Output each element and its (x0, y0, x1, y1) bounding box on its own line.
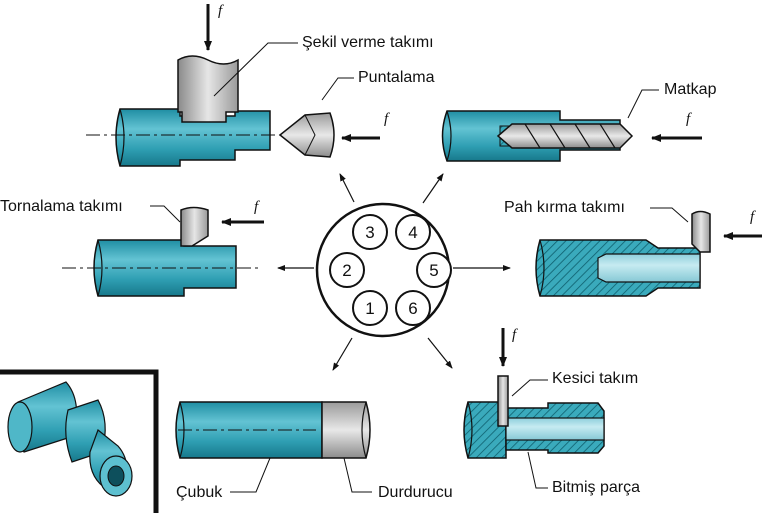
label-forming-tool: Şekil verme takımı (302, 34, 434, 51)
label-cutoff-tool: Kesici takım (552, 370, 639, 387)
leader-line (627, 89, 659, 119)
feed-label: f (686, 111, 691, 127)
feed-label: f (750, 209, 755, 225)
turret-station-5: 5 (416, 252, 452, 288)
turret-station-2: 2 (329, 252, 365, 288)
leader-line (213, 42, 298, 97)
chamfer-tool (691, 210, 711, 253)
forming-station (86, 55, 335, 167)
label-stop: Durdurucu (378, 484, 453, 501)
label-chamfer-tool: Pah kırma takımı (504, 199, 625, 216)
svg-text:2: 2 (342, 261, 351, 280)
leader-line (527, 451, 548, 489)
feed-label: f (218, 3, 223, 19)
label-drill: Matkap (664, 81, 717, 98)
stop-block (321, 401, 371, 459)
cutoff-stock (463, 401, 507, 459)
leader-line (511, 379, 548, 397)
center-drill (278, 112, 335, 158)
leader-line (150, 205, 181, 223)
forming-workpiece (115, 108, 271, 167)
svg-text:5: 5 (429, 261, 438, 280)
turret: 3 4 2 5 1 6 (315, 202, 452, 338)
label-bar-stock: Çubuk (176, 484, 223, 501)
inset-frame (0, 369, 159, 513)
svg-text:1: 1 (365, 299, 374, 318)
forming-tool (177, 55, 239, 123)
turret-station-3: 3 (352, 214, 388, 250)
direction-arrows (277, 173, 511, 371)
feed-label: f (384, 111, 389, 127)
leader-line (650, 207, 689, 223)
turning-tool (180, 206, 209, 247)
direction-arrow-icon (332, 337, 353, 371)
direction-arrow-icon (339, 173, 355, 203)
turret-station-1: 1 (352, 290, 388, 326)
finished-part-inset (0, 369, 159, 513)
feed-label: f (254, 199, 259, 215)
feed-label: f (512, 327, 517, 343)
cutoff-tool (497, 375, 509, 427)
svg-text:4: 4 (408, 223, 417, 242)
leader-line (230, 457, 271, 493)
direction-arrow-icon (422, 173, 444, 204)
label-turning-tool: Tornalama takımı (0, 198, 123, 215)
drilling-station (441, 110, 634, 162)
turret-station-4: 4 (395, 214, 431, 250)
drill-bit (496, 123, 634, 149)
label-finished-part: Bitmiş parça (552, 479, 641, 496)
label-centering: Puntalama (358, 69, 435, 86)
svg-text:6: 6 (408, 299, 417, 318)
leader-line (321, 77, 354, 101)
chamfer-station (535, 210, 711, 297)
cutoff-station (463, 375, 605, 459)
direction-arrow-icon (427, 337, 453, 369)
turret-station-6: 6 (395, 290, 431, 326)
svg-text:3: 3 (365, 223, 374, 242)
leader-line (343, 457, 372, 493)
stop-station (175, 401, 371, 459)
turning-station (62, 206, 262, 297)
